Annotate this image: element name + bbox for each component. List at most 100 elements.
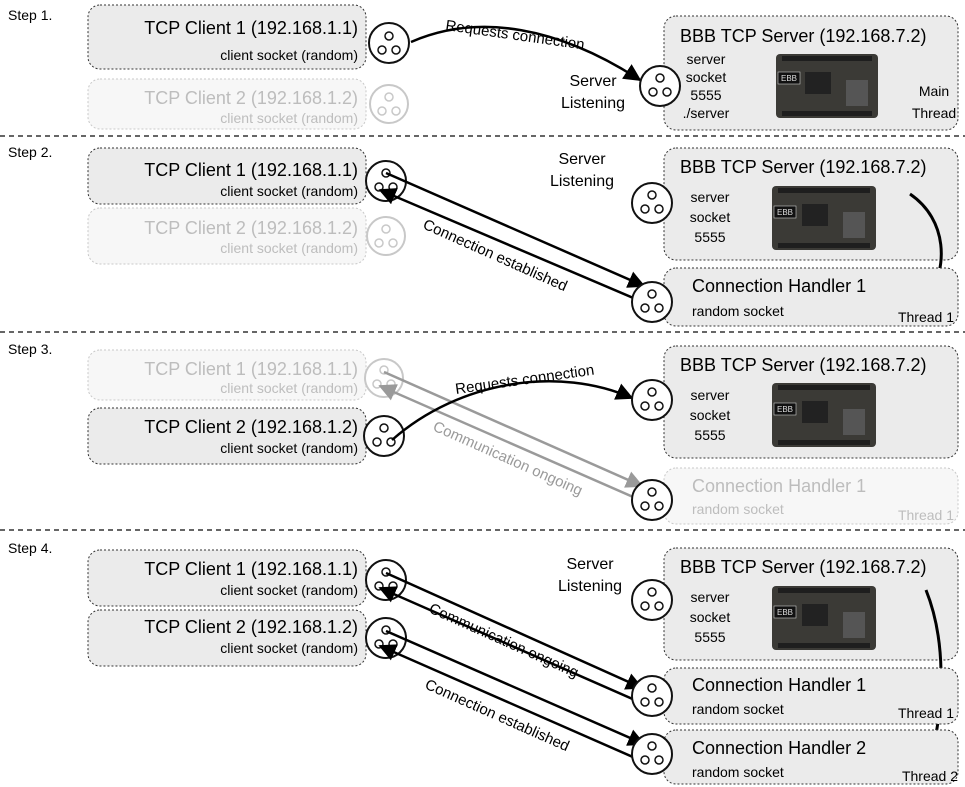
beaglebone-board-image: EBB [772, 586, 876, 650]
client-title: TCP Client 2 (192.168.1.2) [144, 617, 358, 637]
step-2: Step 2. TCP Client 1 (192.168.1.1) clien… [8, 144, 958, 326]
server-socket-line: ./server [683, 105, 730, 121]
server-socket-line: 5555 [694, 427, 725, 443]
server-listening-label: Listening [550, 173, 614, 190]
connection-arrow [380, 646, 642, 761]
board-label: EBB [781, 74, 797, 83]
server-socket-line: socket [690, 407, 731, 423]
server-socket-line: server [691, 387, 730, 403]
handler-socket-label: random socket [692, 701, 784, 717]
client-socket-label: client socket (random) [220, 582, 358, 598]
server-listening-label: Server [569, 73, 617, 90]
server-socket-line: server [687, 51, 726, 67]
arrow-label-faded: Communication ongoing [430, 418, 585, 499]
client-socket-label: client socket (random) [220, 183, 358, 199]
client-2-box: TCP Client 2 (192.168.1.2) client socket… [88, 408, 366, 464]
beaglebone-board-image: EBB [776, 54, 878, 118]
client-1-box: TCP Client 1 (192.168.1.1) client socket… [88, 5, 366, 69]
handler-socket-label: random socket [692, 303, 784, 319]
socket-icon-faded [370, 85, 408, 123]
socket-icon-faded [367, 217, 405, 255]
server-title: BBB TCP Server (192.168.7.2) [680, 355, 926, 375]
connection-arrow [380, 190, 645, 303]
handler-title: Connection Handler 2 [692, 738, 866, 758]
server-socket-line: socket [690, 209, 731, 225]
faded-communication-arrow [380, 386, 640, 500]
step-1: Step 1. TCP Client 1 (192.168.1.1) clien… [8, 5, 958, 130]
board-label: EBB [777, 405, 793, 414]
thread-label: Thread 1 [898, 507, 954, 523]
board-label: EBB [777, 608, 793, 617]
server-socket-icon [632, 380, 672, 420]
client-1-box-faded: TCP Client 1 (192.168.1.1) client socket… [88, 350, 366, 400]
client-1-box: TCP Client 1 (192.168.1.1) client socket… [88, 148, 366, 204]
server-socket-line: 5555 [694, 629, 725, 645]
handler-title: Connection Handler 1 [692, 276, 866, 296]
server-socket-line: server [691, 589, 730, 605]
beaglebone-board-image: EBB [772, 383, 876, 447]
server-socket-icon [640, 66, 680, 106]
client-title: TCP Client 2 (192.168.1.2) [144, 218, 358, 238]
server-listening-label: Listening [558, 578, 622, 595]
server-socket-line: 5555 [694, 229, 725, 245]
client-socket-label: client socket (random) [220, 380, 358, 396]
board-label: EBB [777, 208, 793, 217]
client-socket-label: client socket (random) [220, 47, 358, 63]
beaglebone-board-image: EBB [772, 186, 876, 250]
step-label: Step 3. [8, 341, 52, 357]
server-listening-label: Listening [561, 95, 625, 112]
handler-title: Connection Handler 1 [692, 675, 866, 695]
thread-label: Thread 2 [902, 768, 958, 784]
client-socket-label: client socket (random) [220, 240, 358, 256]
thread-label: Thread 1 [898, 309, 954, 325]
client-2-box: TCP Client 2 (192.168.1.2) client socket… [88, 610, 366, 666]
step-label: Step 2. [8, 144, 52, 160]
server-listening-label: Server [566, 556, 614, 573]
connection-handler-box-faded: Connection Handler 1 random socket Threa… [664, 468, 958, 524]
step-3: Step 3. TCP Client 1 (192.168.1.1) clien… [8, 341, 958, 524]
handler-socket-icon [632, 676, 672, 716]
handler-socket-icon [632, 480, 672, 520]
client-title: TCP Client 1 (192.168.1.1) [144, 160, 358, 180]
server-socket-line: 5555 [690, 87, 721, 103]
client-socket-label: client socket (random) [220, 110, 358, 126]
server-socket-icon [632, 183, 672, 223]
handler-socket-label: random socket [692, 764, 784, 780]
handler-socket-icon [632, 734, 672, 774]
server-socket-icon [632, 580, 672, 620]
server-socket-line: socket [690, 609, 731, 625]
server-socket-line: server [691, 189, 730, 205]
socket-icon [366, 161, 406, 201]
connection-handler-box: Connection Handler 1 random socket Threa… [664, 268, 958, 326]
client-title: TCP Client 1 (192.168.1.1) [144, 18, 358, 38]
handler-socket-icon [632, 282, 672, 322]
client-title: TCP Client 1 (192.168.1.1) [144, 359, 358, 379]
arrow-label: Communication ongoing [426, 600, 581, 681]
client-socket-label: client socket (random) [220, 640, 358, 656]
client-title: TCP Client 1 (192.168.1.1) [144, 559, 358, 579]
server-title: BBB TCP Server (192.168.7.2) [680, 26, 926, 46]
thread-label: Thread 1 [898, 705, 954, 721]
arrow-label: Connection established [422, 676, 571, 755]
client-2-box-faded: TCP Client 2 (192.168.1.2) client socket… [88, 208, 366, 264]
thread-label: Thread [912, 105, 956, 121]
connection-handler-2-box: Connection Handler 2 random socket Threa… [664, 730, 958, 784]
step-4: Step 4. TCP Client 1 (192.168.1.1) clien… [8, 540, 958, 784]
step-label: Step 4. [8, 540, 52, 556]
socket-icon [369, 23, 409, 63]
server-title: BBB TCP Server (192.168.7.2) [680, 157, 926, 177]
step-label: Step 1. [8, 7, 52, 23]
client-1-box: TCP Client 1 (192.168.1.1) client socket… [88, 550, 366, 606]
handler-title: Connection Handler 1 [692, 476, 866, 496]
handler-socket-label: random socket [692, 501, 784, 517]
server-title: BBB TCP Server (192.168.7.2) [680, 557, 926, 577]
server-listening-label: Server [558, 151, 606, 168]
arrow-label: Requests connection [444, 17, 585, 53]
client-title: TCP Client 2 (192.168.1.2) [144, 88, 358, 108]
arrow-label: Connection established [420, 216, 569, 295]
server-socket-line: socket [686, 69, 727, 85]
thread-label: Main [919, 83, 949, 99]
client-socket-label: client socket (random) [220, 440, 358, 456]
arrow-label: Requests connection [454, 362, 595, 398]
